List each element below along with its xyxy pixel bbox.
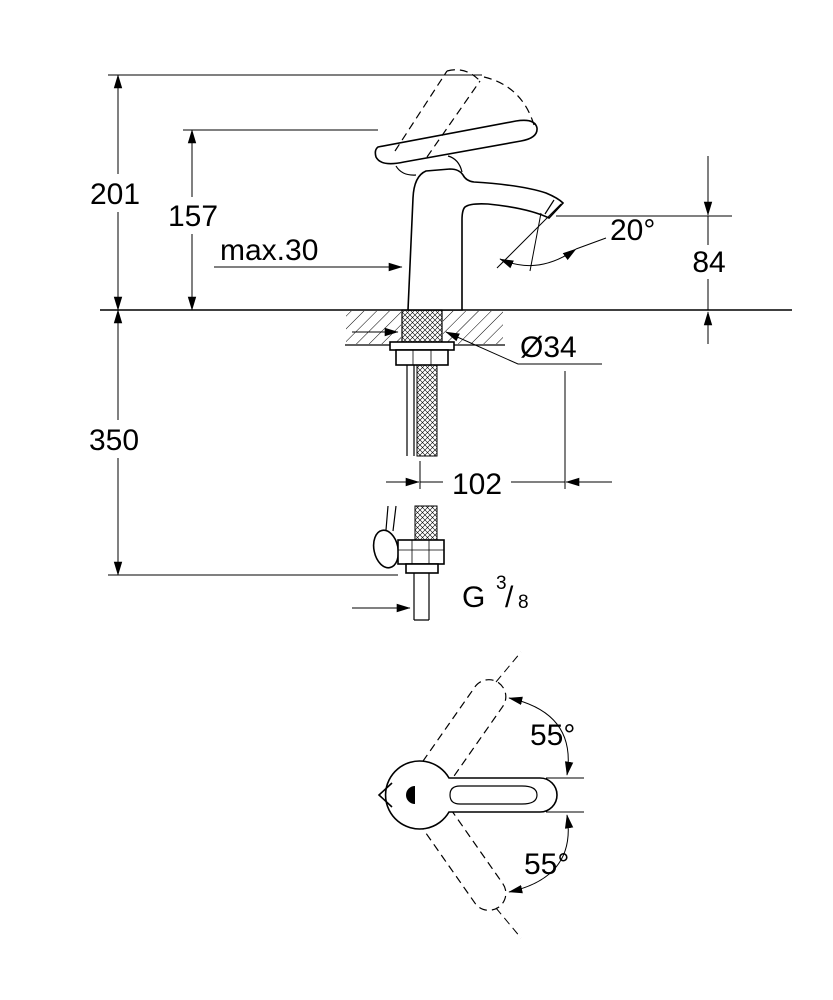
construction-ext-upper xyxy=(495,651,522,683)
dim-label-20deg: 20° xyxy=(610,214,655,247)
connector-tube xyxy=(413,573,430,621)
dim-label-157: 157 xyxy=(168,200,218,233)
lever-swivel-lower-dashed xyxy=(422,808,507,911)
label-bg xyxy=(688,245,730,279)
lever-top-view-inner xyxy=(449,785,538,805)
counter-hatch-left xyxy=(346,311,401,344)
label-bg xyxy=(84,174,146,212)
mounting-nut xyxy=(395,349,449,366)
supply-assembly xyxy=(372,309,455,621)
threaded-shank xyxy=(401,309,443,343)
thread-label-g: G xyxy=(462,581,485,614)
handle-top-view xyxy=(377,651,584,939)
lever-raised-back-edge xyxy=(394,70,448,152)
thread-label-numerator: 3 xyxy=(496,573,507,594)
connector-nut xyxy=(397,539,445,565)
dim-outlet-height: 84 xyxy=(556,156,732,344)
dim-label-max30: max.30 xyxy=(220,234,318,267)
dim-max-deck: max.30 xyxy=(214,234,403,272)
faucet-front-view xyxy=(374,69,565,311)
dim-label-350: 350 xyxy=(89,424,139,457)
cartridge-dome-right xyxy=(447,155,463,173)
thread-label-denominator: 8 xyxy=(518,592,529,613)
dim-label-55-upper: 55° xyxy=(530,719,575,752)
dim-label-dia34: Ø34 xyxy=(520,331,577,364)
construction-ext-lower xyxy=(495,907,522,939)
outlet-face-extension xyxy=(496,203,562,269)
label-bg xyxy=(82,420,148,458)
label-bg xyxy=(443,465,511,499)
faucet-body-outline xyxy=(407,168,565,311)
dim-label-84: 84 xyxy=(692,246,725,279)
dim-spout-angle: 20° xyxy=(496,203,655,272)
lever-raised-front-edge xyxy=(426,80,481,158)
dim-lever-height: 157 xyxy=(160,129,378,311)
label-bg xyxy=(160,197,224,234)
angle-arc-55-upper xyxy=(508,696,574,776)
angle-arc-20 xyxy=(499,248,577,269)
lever-dashed-outline xyxy=(422,808,507,911)
dim-supply-length: 350 xyxy=(82,309,398,576)
dim-label-102: 102 xyxy=(452,468,502,501)
lever-dashed-outline xyxy=(422,679,507,782)
angle-leader-20 xyxy=(575,237,607,250)
dim-thread: G 3 / 8 xyxy=(352,573,529,614)
connector-collar xyxy=(405,563,439,574)
lever-handle xyxy=(374,119,538,165)
thread-label-slash: / xyxy=(505,581,514,614)
dim-hole-diameter: Ø34 xyxy=(352,327,602,365)
lever-raised-tip xyxy=(446,69,481,82)
washer xyxy=(389,341,455,351)
smooth-hose-lower xyxy=(385,505,397,532)
dim-swivel-lower: 55° xyxy=(508,814,574,894)
outlet-axis-line xyxy=(529,212,542,272)
braided-hose-upper xyxy=(416,364,438,457)
lever-top-view-outline xyxy=(384,760,558,830)
lever-motion-arc xyxy=(483,76,535,126)
cartridge-dome-left xyxy=(395,165,417,176)
smooth-hose-end xyxy=(372,529,400,569)
counter-hatch-right xyxy=(443,311,503,344)
dim-swivel-upper: 55° xyxy=(508,696,575,776)
dim-overall-height: 201 xyxy=(84,74,482,311)
angle-arc-55-lower xyxy=(508,814,574,894)
dim-offset: 102 xyxy=(386,371,612,501)
aerator-line xyxy=(544,199,555,215)
dim-label-201: 201 xyxy=(90,178,140,211)
logo-mark xyxy=(406,786,415,804)
dim-label-55-lower: 55° xyxy=(524,848,569,881)
mounting-surface xyxy=(100,309,792,346)
dia34-leader xyxy=(445,331,602,365)
lever-swivel-upper-dashed xyxy=(422,679,507,782)
mounting-clip xyxy=(377,782,393,808)
braided-hose-lower xyxy=(414,505,438,541)
